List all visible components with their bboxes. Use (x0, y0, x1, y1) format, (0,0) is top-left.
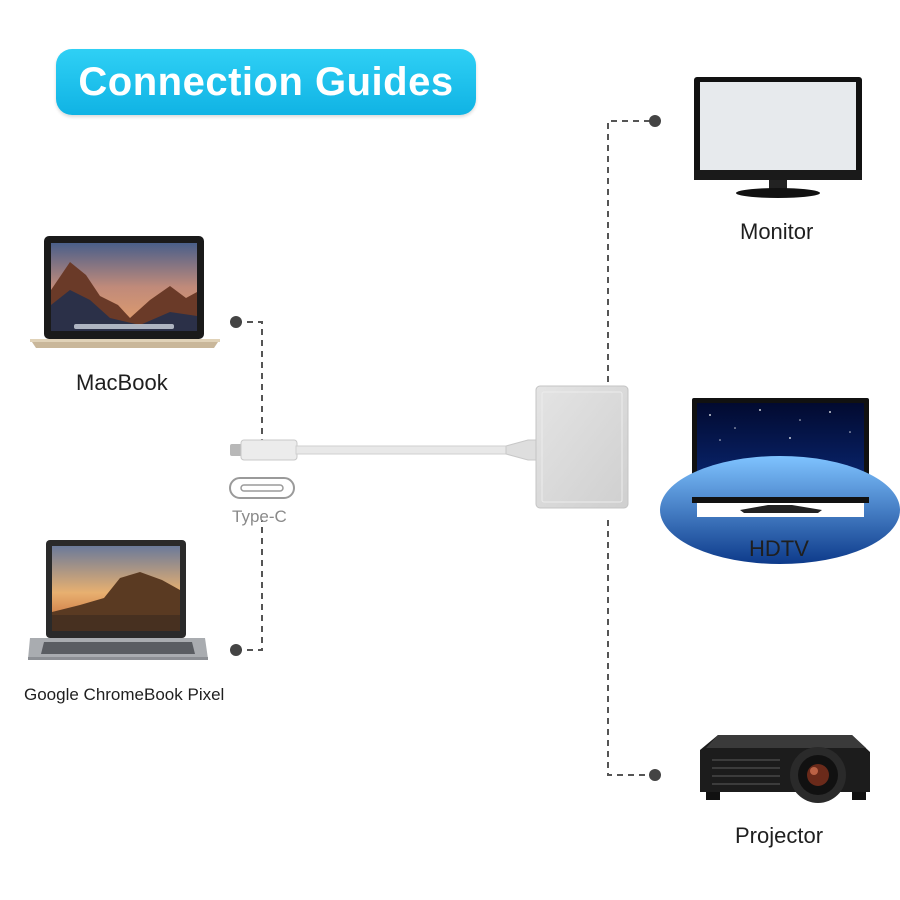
macbook-label: MacBook (76, 370, 168, 395)
page-title: Connection Guides (78, 59, 454, 104)
typec-cable (230, 439, 537, 461)
projector-image (700, 735, 870, 803)
typec-port-icon (229, 477, 295, 499)
adapter-image (535, 385, 629, 509)
monitor-link-dot (649, 115, 661, 127)
typec-label: Type-C (232, 507, 287, 526)
monitor-link-line (607, 120, 655, 382)
monitor-label: Monitor (740, 219, 814, 244)
macbook-image (30, 236, 220, 348)
hdtv-link-line (607, 520, 655, 776)
projector-link-dot (649, 769, 661, 781)
chromebook-link-dot (230, 644, 242, 656)
macbook-link-dot (230, 316, 242, 328)
projector-label: Projector (735, 823, 824, 848)
hdtv-label: HDTV (749, 536, 809, 561)
chromebook-image (28, 540, 208, 660)
chromebook-link-line (236, 520, 263, 651)
macbook-link-line (236, 321, 263, 452)
monitor-image (694, 77, 862, 198)
chromebook-label: Google ChromeBook Pixel (24, 685, 225, 704)
connector-lines (236, 120, 655, 776)
title-badge: Connection Guides (56, 49, 476, 115)
hdtv-image (660, 398, 900, 564)
